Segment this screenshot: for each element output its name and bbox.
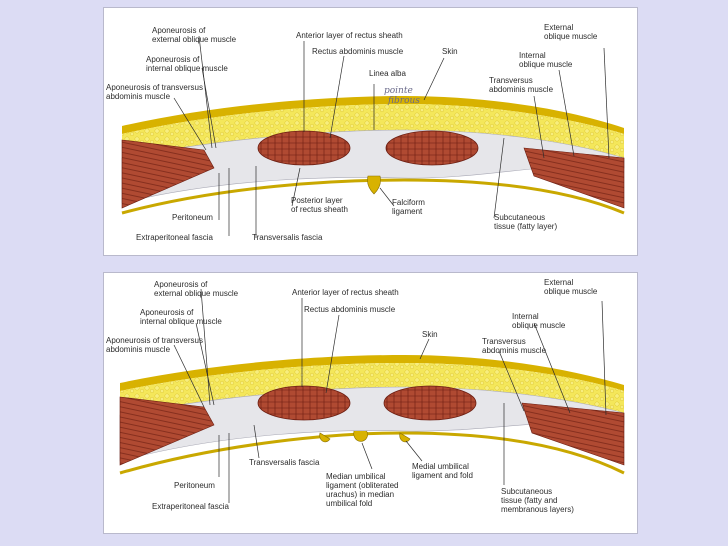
medial-umbilical-fold-left bbox=[319, 432, 331, 443]
label-extraperitoneal-fascia: Extraperitoneal fascia bbox=[136, 233, 213, 242]
label-rectus-abdominis: Rectus abdominis muscle bbox=[312, 47, 404, 56]
subcutaneous-fat-layer bbox=[120, 363, 624, 415]
label-subcutaneous-tissue: Subcutaneous tissue (fatty and membranou… bbox=[501, 487, 574, 514]
falciform-ligament bbox=[367, 175, 381, 195]
subcutaneous-fat-layer bbox=[122, 104, 624, 158]
skin-layer bbox=[122, 96, 624, 134]
label-anterior-layer-rectus-sheath: Anterior layer of rectus sheath bbox=[292, 288, 399, 297]
label-skin: Skin bbox=[442, 47, 458, 56]
right-oblique-muscles bbox=[523, 147, 625, 209]
left-rectus-abdominis bbox=[257, 130, 351, 166]
peritoneum-line bbox=[119, 431, 625, 475]
label-transversalis-fascia: Transversalis fascia bbox=[249, 458, 320, 467]
right-rectus-abdominis bbox=[385, 130, 479, 166]
left-oblique-muscles bbox=[119, 396, 215, 466]
median-umbilical-fold bbox=[353, 430, 369, 442]
label-transversalis-fascia: Transversalis fascia bbox=[252, 233, 323, 242]
label-rectus-abdominis: Rectus abdominis muscle bbox=[304, 305, 396, 314]
label-linea-alba: Linea alba bbox=[369, 69, 406, 78]
label-peritoneum: Peritoneum bbox=[174, 481, 215, 490]
medial-umbilical-fold-right bbox=[399, 432, 411, 443]
left-rectus-abdominis bbox=[257, 385, 351, 421]
left-oblique-muscles bbox=[121, 139, 215, 209]
peritoneum-line bbox=[121, 178, 625, 215]
label-skin: Skin bbox=[422, 330, 438, 339]
right-oblique-muscles bbox=[521, 402, 625, 466]
right-rectus-abdominis bbox=[383, 385, 477, 421]
label-peritoneum: Peritoneum bbox=[172, 213, 213, 222]
skin-layer bbox=[120, 355, 624, 391]
label-extraperitoneal-fascia: Extraperitoneal fascia bbox=[152, 502, 229, 511]
label-median-umbilical-ligament: Median umbilical ligament (obliterated u… bbox=[326, 472, 401, 508]
label-anterior-layer-rectus-sheath: Anterior layer of rectus sheath bbox=[296, 31, 403, 40]
